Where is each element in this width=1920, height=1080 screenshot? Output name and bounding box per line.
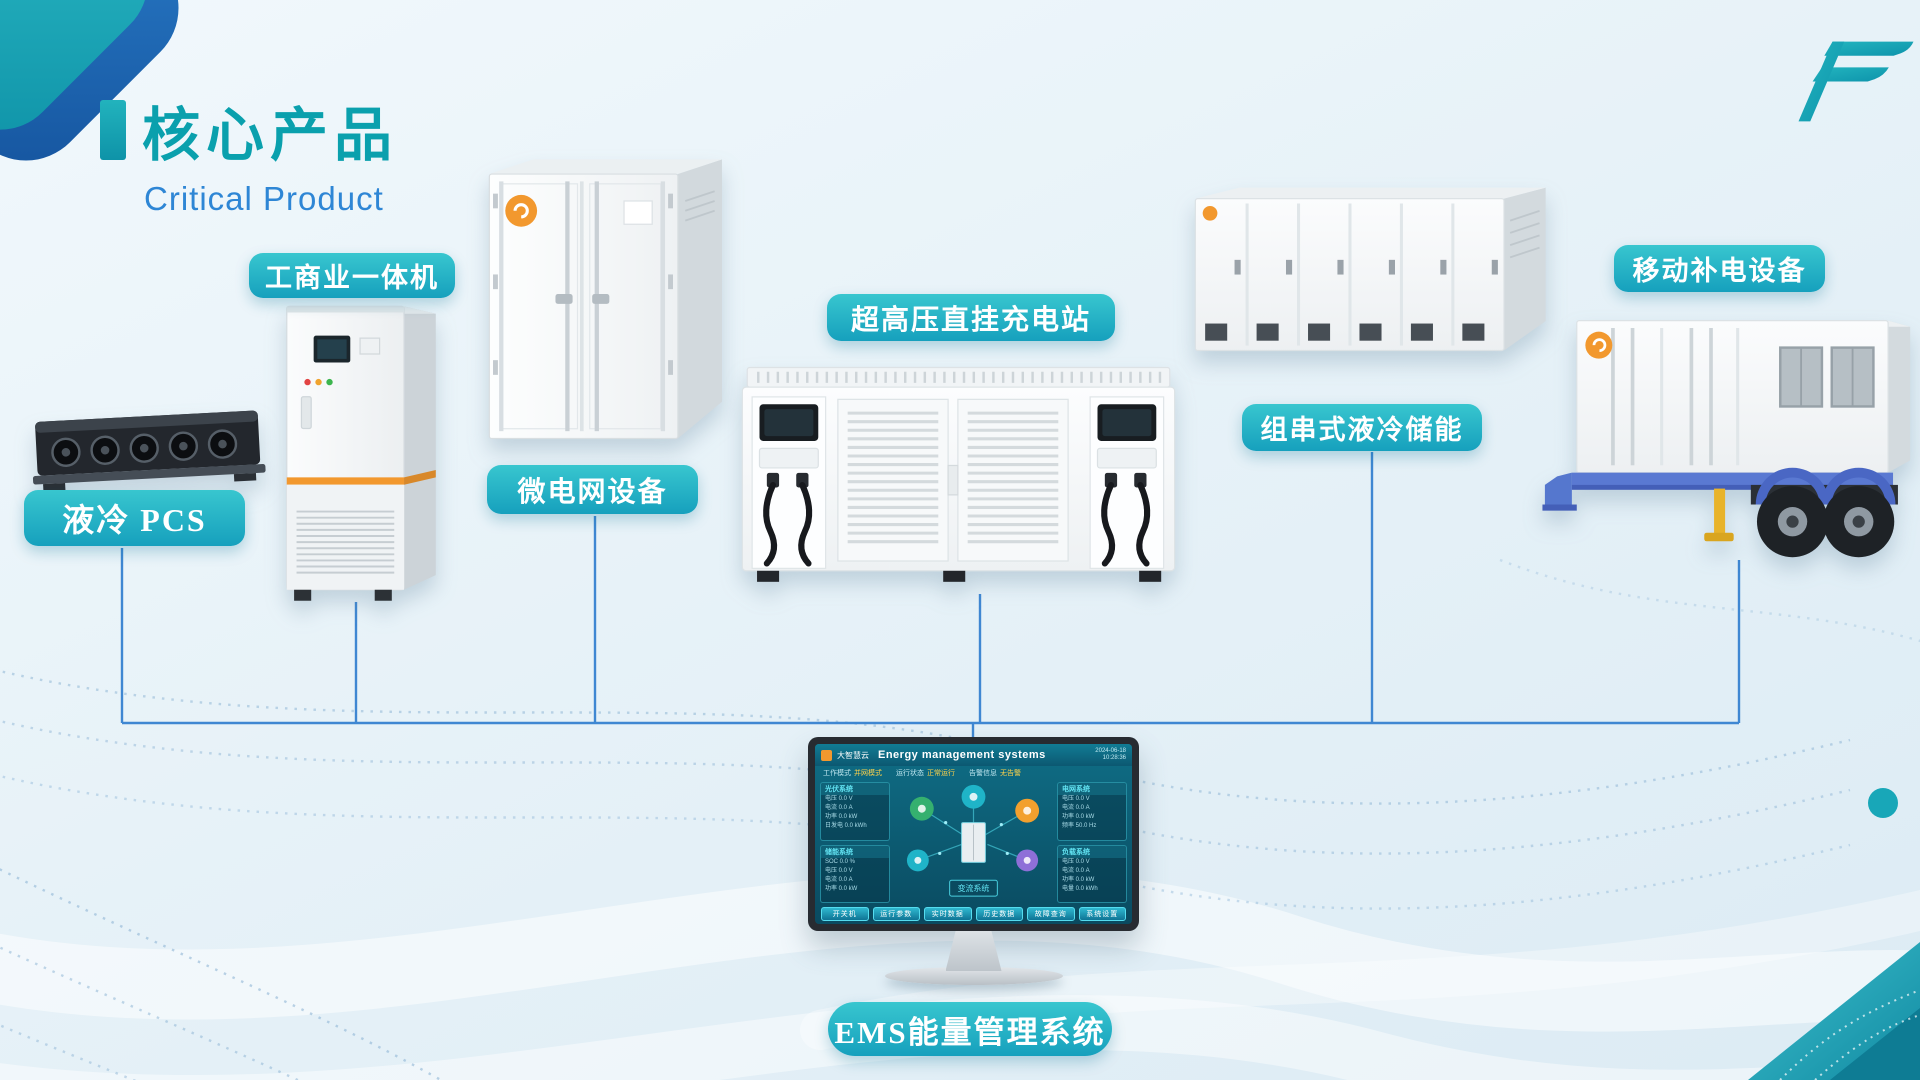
- ems-monitor-group: 大智慧云 Energy management systems 2024-06-1…: [808, 737, 1139, 999]
- ems-clock-date: 2024-06-18: [1095, 748, 1126, 754]
- ems-panel-pv: 光伏系统 电压 0.0 V 电流 0.0 A 功率 0.0 kW 日发电 0.0…: [820, 782, 890, 841]
- label-mobile: 移动补电设备: [1614, 245, 1825, 292]
- ems-brand-icon: [821, 749, 832, 761]
- ems-button: 历史数据: [975, 906, 1023, 921]
- ems-panel-load: 负载系统 电压 0.0 V 电流 0.0 A 功率 0.0 kW 电量 0.0 …: [1057, 844, 1127, 903]
- page-subtitle: Critical Product: [144, 180, 384, 217]
- page-title-block: 核心产品 Critical Product: [100, 88, 398, 218]
- ems-status-item: 运行状态正常运行: [896, 769, 955, 777]
- edge-dot-decoration: [1868, 788, 1898, 818]
- label-string-ess: 组串式液冷储能: [1242, 404, 1482, 451]
- corner-decoration-bottomright: [1748, 942, 1920, 1080]
- label-pcs: 液冷 PCS: [24, 490, 245, 546]
- label-charger: 超高压直挂充电站: [827, 294, 1115, 341]
- ems-panel-converter-title: 变流系统: [958, 883, 990, 893]
- monitor-frame: 大智慧云 Energy management systems 2024-06-1…: [808, 737, 1139, 931]
- string-ess-image: [1194, 187, 1546, 352]
- ems-clock: 2024-06-18 10:28:36: [1095, 748, 1126, 762]
- allinone-cabinet-image: [286, 305, 436, 601]
- ems-main-area: 光伏系统 电压 0.0 V 电流 0.0 A 功率 0.0 kW 日发电 0.0…: [815, 779, 1132, 906]
- ems-status-item: 告警信息无告警: [969, 769, 1021, 777]
- ems-flow-diagram: 变流系统: [894, 782, 1053, 903]
- ems-panel-storage: 储能系统 SOC 0.0 % 电压 0.0 V 电流 0.0 A 功率 0.0 …: [820, 844, 890, 903]
- ems-status-item: 工作模式并网模式: [823, 769, 882, 777]
- ems-button: 故障查询: [1027, 906, 1075, 921]
- ems-brand-name: 大智慧云: [837, 750, 869, 760]
- ems-button: 实时数据: [924, 906, 972, 921]
- brand-logo: [1798, 41, 1914, 122]
- title-accent-bar: [100, 100, 126, 160]
- label-ems: EMS能量管理系统: [828, 1002, 1112, 1056]
- monitor-stand: [945, 931, 1002, 971]
- ems-button: 系统设置: [1078, 906, 1126, 921]
- ems-screen-title: Energy management systems: [878, 749, 1046, 761]
- ems-right-column: 电网系统 电压 0.0 V 电流 0.0 A 功率 0.0 kW 频率 50.0…: [1057, 782, 1127, 903]
- ems-clock-time: 10:28:36: [1102, 755, 1126, 761]
- ems-button: 运行参数: [872, 906, 920, 921]
- charging-station-image: [741, 366, 1176, 582]
- label-microgrid: 微电网设备: [487, 465, 698, 514]
- label-allinone: 工商业一体机: [249, 253, 455, 298]
- ems-screen-header: 大智慧云 Energy management systems 2024-06-1…: [815, 744, 1132, 766]
- ems-status-row: 工作模式并网模式 运行状态正常运行 告警信息无告警: [815, 766, 1132, 779]
- page-title: 核心产品: [142, 103, 399, 168]
- pcs-device-image: [32, 410, 266, 492]
- mobile-charging-trailer-image: [1542, 320, 1911, 558]
- ems-screen: 大智慧云 Energy management systems 2024-06-1…: [815, 744, 1132, 924]
- ems-left-column: 光伏系统 电压 0.0 V 电流 0.0 A 功率 0.0 kW 日发电 0.0…: [820, 782, 890, 903]
- ems-button-bar: 开关机 运行参数 实时数据 历史数据 故障查询 系统设置: [815, 906, 1132, 924]
- microgrid-container-image: [488, 159, 722, 440]
- monitor-base: [884, 967, 1063, 985]
- ems-button: 开关机: [821, 906, 869, 921]
- ems-panel-grid: 电网系统 电压 0.0 V 电流 0.0 A 功率 0.0 kW 频率 50.0…: [1057, 782, 1127, 841]
